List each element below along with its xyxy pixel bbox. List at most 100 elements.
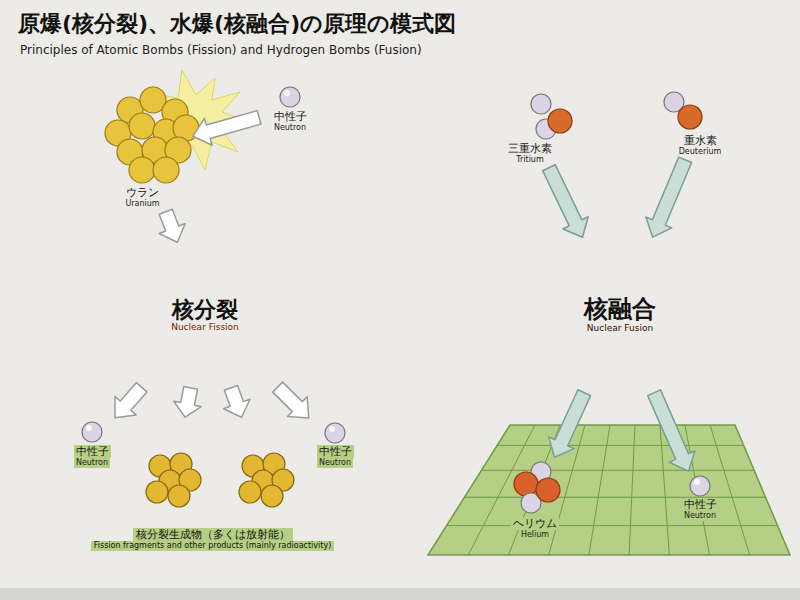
fission-burst: 核分裂Nuclear Fission (130, 245, 280, 385)
grid-lines (33, 425, 401, 555)
highlight (86, 425, 92, 431)
helium-nucleus (514, 462, 560, 513)
label-english: Uranium (125, 199, 159, 209)
block-arrow (115, 383, 147, 418)
nucleon (261, 485, 283, 507)
block-arrow (224, 386, 250, 418)
proton-particle (536, 478, 560, 502)
grid-line (67, 470, 384, 471)
grid-line (589, 425, 610, 555)
ring (511, 251, 729, 379)
label-english: Nuclear Fusion (587, 323, 653, 334)
particle-node: ヘリウムHelium (495, 460, 575, 540)
title: 原爆(核分裂)、水爆(核融合)の原理の模式図 (18, 9, 456, 39)
fission-fragment (146, 453, 201, 507)
label-english: Helium (519, 530, 551, 540)
grid-plane (428, 425, 790, 555)
grid-line (55, 425, 123, 555)
subtitle: Principles of Atomic Bombs (Fission) and… (20, 43, 422, 57)
label-japanese: 重水素 (684, 134, 717, 147)
block-arrow (174, 387, 202, 418)
plane-fill (15, 425, 410, 555)
block-arrow (646, 157, 692, 237)
label-japanese: 核融合 (584, 296, 656, 323)
block-arrow (543, 165, 589, 238)
label-japanese: 核分裂 (172, 297, 238, 322)
label-english: Neutron (317, 458, 353, 468)
grid-line (629, 425, 635, 555)
grid-plane: 核分裂生成物（多くは放射能）Fission fragments and othe… (15, 420, 410, 557)
particle-node: 重水素Deuterium (655, 92, 745, 157)
grid-line (481, 470, 754, 471)
label-english: Deuterium (679, 147, 722, 157)
burst-outline (138, 246, 273, 384)
label-japanese: ヘリウム (511, 517, 559, 530)
tritium-nucleus (531, 94, 572, 139)
label-english: Neutron (274, 123, 306, 133)
highlight (284, 90, 290, 96)
label-japanese: 中性子 (274, 110, 307, 123)
label-japanese: 中性子 (682, 498, 719, 511)
ring (507, 247, 733, 383)
grid-line (710, 425, 750, 555)
block-arrow (159, 209, 185, 242)
label-japanese: 核分裂生成物（多くは放射能） (133, 528, 293, 541)
grid-line (51, 497, 393, 498)
burst-band (144, 252, 267, 378)
grid-line (660, 425, 669, 555)
label-japanese: ウラン (126, 186, 159, 199)
grid-line (447, 525, 778, 526)
panel-edge (0, 588, 800, 600)
grid-line (497, 445, 744, 446)
fusion-fill (517, 257, 723, 373)
neutrons (82, 87, 710, 496)
particle-node: 中性子Neutron (307, 420, 363, 468)
deuterium-nucleus (664, 92, 702, 129)
highlights (86, 90, 700, 485)
neutron-particle (690, 476, 710, 496)
block-arrow (193, 111, 261, 146)
particle-node: 中性子Neutron (64, 420, 120, 468)
particle-node: 中性子Neutron (262, 84, 318, 133)
neutron-particle (280, 87, 300, 107)
label-english: Nuclear Fission (171, 322, 239, 333)
particle-node: 中性子Neutron (672, 474, 728, 521)
nucleon (129, 113, 155, 139)
block-arrow (273, 382, 309, 418)
label-english: Fission fragments and other products (ma… (91, 541, 335, 551)
nucleon (168, 485, 190, 507)
block-arrow (549, 390, 591, 458)
label-english: Neutron (74, 458, 110, 468)
block-arrow (648, 390, 695, 471)
uranium-nucleus (105, 87, 199, 183)
grid-line (464, 497, 765, 498)
ring (502, 242, 738, 388)
particle-node: 三重水素Tritium (490, 92, 570, 165)
proton-particle (548, 109, 572, 133)
label-english: Tritium (516, 155, 543, 165)
label-english: Neutron (682, 511, 718, 521)
particle-node: ウランUranium (95, 92, 190, 209)
grid-line (33, 525, 401, 526)
fusion-ellipse: 核融合Nuclear Fusion (500, 240, 740, 390)
label-japanese: 中性子 (317, 445, 354, 458)
label-japanese: 中性子 (74, 445, 111, 458)
burst-fill (151, 260, 258, 370)
neutron-particle (325, 423, 345, 443)
neutron-particle (531, 94, 551, 114)
grid-line (685, 425, 710, 555)
nucleon (239, 481, 261, 503)
burst-outline (148, 256, 263, 374)
proton-particle (678, 105, 702, 129)
neutron-particle (82, 422, 102, 442)
highlight (329, 426, 335, 432)
label-japanese: 三重水素 (508, 142, 552, 155)
nucleon (153, 157, 179, 183)
nucleon (146, 481, 168, 503)
highlight (694, 479, 700, 485)
nucleon (129, 157, 155, 183)
fission-fragment (239, 453, 294, 507)
grid-lines (447, 425, 778, 555)
